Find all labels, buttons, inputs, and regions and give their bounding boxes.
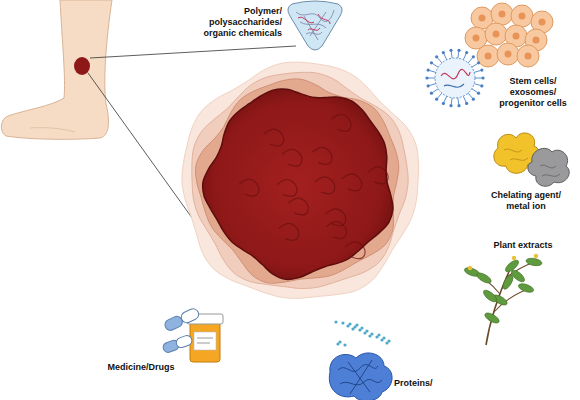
wound [182, 62, 419, 298]
component-label: Stem cells/ exosomes/ progenitor cells [492, 76, 574, 108]
polymer-icon [288, 1, 342, 50]
component-label: Polymer/ polysaccharides/ organic chemic… [190, 6, 282, 38]
component-label: Medicine/Drugs [96, 362, 186, 373]
component-label: Chelating agent/ metal ion [478, 190, 574, 212]
plant-icon [463, 254, 542, 345]
stem-cell-icon [465, 3, 553, 67]
protein-icon [329, 320, 392, 400]
component-label: Proteins/ [394, 378, 464, 389]
leg-crease [30, 128, 75, 132]
component-label: Plant extracts [478, 240, 568, 251]
leg [1, 0, 112, 139]
exosome-icon [425, 49, 484, 108]
zoom-line [90, 46, 296, 58]
medicine-icon [162, 307, 223, 362]
chelator-icon [494, 133, 569, 186]
small-wound [74, 57, 90, 75]
